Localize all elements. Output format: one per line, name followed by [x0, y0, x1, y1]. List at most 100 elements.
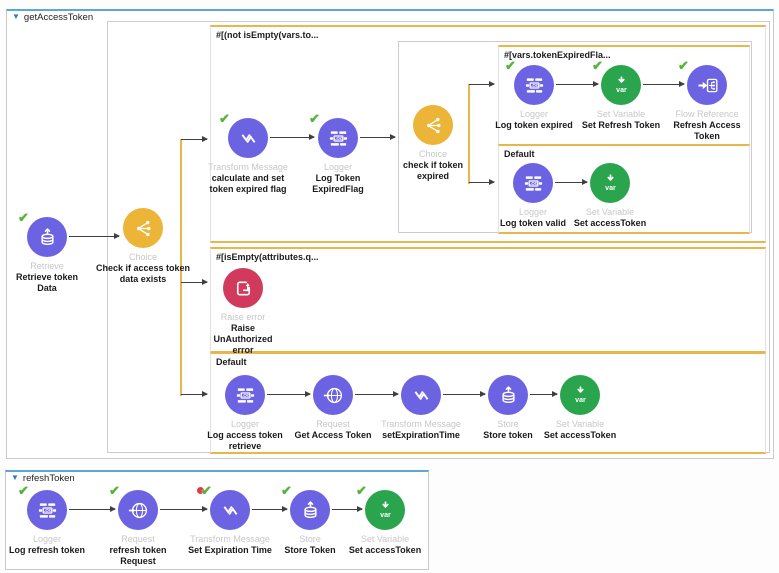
- node-choice-check-token-expired[interactable]: Choice check if token expired: [388, 105, 478, 182]
- check-icon: ✔: [281, 483, 292, 498]
- node-retrieve-token-data[interactable]: ✔ Retrieve Retrieve token Data: [7, 210, 87, 294]
- error-marker-icon: [197, 487, 204, 494]
- collapse-triangle-icon[interactable]: ▼: [12, 12, 20, 21]
- database-store-icon: [290, 490, 330, 530]
- logger-icon: [27, 490, 67, 530]
- node-desc-label: setExpirationTime: [382, 430, 460, 441]
- node-type-label: Transform Message: [190, 534, 270, 544]
- connector-arrow: [270, 134, 315, 140]
- node-desc-label: check if token expired: [402, 160, 464, 182]
- choice-icon: [413, 105, 453, 145]
- node-logger-refresh-token[interactable]: ✔ Logger Log refresh token: [0, 483, 97, 556]
- node-type-label: Logger: [32, 534, 62, 544]
- database-store-icon: [488, 375, 528, 415]
- when-branch-2: #[isEmpty(attributes.q...: [210, 247, 766, 353]
- node-type-label: Logger: [230, 419, 260, 429]
- node-desc-label: Set accessToken: [543, 430, 617, 441]
- node-transform-set-expiration-time[interactable]: ✔ Transform Message Set Expiration Time: [175, 483, 285, 556]
- node-type-label: Set Variable: [585, 207, 635, 217]
- connector-arrow: [252, 506, 288, 512]
- logger-icon: [318, 118, 358, 158]
- check-icon: ✔: [18, 483, 29, 498]
- check-icon: ✔: [309, 111, 320, 126]
- node-store-token[interactable]: Store Store token: [468, 375, 548, 441]
- connector-arrow: [69, 233, 120, 239]
- http-request-icon: [118, 490, 158, 530]
- connector-arrow: [443, 391, 486, 397]
- branch-condition-label: #[isEmpty(attributes.q...: [216, 252, 319, 262]
- node-logger-token-valid[interactable]: Logger Log token valid: [488, 163, 578, 229]
- node-choice-check-access-token[interactable]: Choice Check if access token data exists: [95, 208, 191, 285]
- default-branch: Default: [210, 352, 766, 454]
- node-logger-token-expired[interactable]: ✔ Logger Log token expired: [479, 58, 589, 131]
- raise-error-icon: [223, 268, 263, 308]
- node-set-refresh-token[interactable]: ✔ Set Variable Set Refresh Token: [566, 58, 676, 131]
- transform-message-icon: [228, 118, 268, 158]
- node-desc-label: Get Access Token: [294, 430, 372, 441]
- node-type-label: Flow Reference: [675, 109, 739, 119]
- http-request-icon: [313, 375, 353, 415]
- set-variable-icon: [590, 163, 630, 203]
- node-desc-label: calculate and set token expired flag: [209, 173, 287, 195]
- collapse-triangle-icon[interactable]: ▼: [11, 473, 19, 482]
- node-type-label: Set Variable: [555, 419, 605, 429]
- connector-arrow: [267, 391, 311, 397]
- node-store-token-refresh[interactable]: ✔ Store Store Token: [270, 483, 350, 556]
- branch-condition-label: Default: [216, 357, 247, 367]
- connector-arrow: [355, 391, 399, 397]
- node-desc-label: Store token: [483, 430, 533, 441]
- node-desc-label: Raise UnAuthorized error: [213, 323, 273, 355]
- node-desc-label: Retrieve token Data: [15, 272, 79, 294]
- set-variable-icon: [601, 65, 641, 105]
- connector-arrow: [469, 81, 495, 87]
- node-type-label: Set Variable: [596, 109, 646, 119]
- node-type-label: Retrieve: [30, 261, 64, 271]
- node-set-accesstoken-valid[interactable]: Set Variable Set accessToken: [560, 163, 660, 229]
- node-desc-label: Refresh Access Token: [673, 120, 741, 142]
- node-logger-access-token-retrieve[interactable]: Logger Log access token retrieve: [200, 375, 290, 452]
- node-type-label: Store: [497, 419, 519, 429]
- database-retrieve-icon: [27, 217, 67, 257]
- node-request-get-access-token[interactable]: Request Get Access Token: [283, 375, 383, 441]
- node-type-label: Choice: [128, 252, 157, 262]
- check-icon: ✔: [505, 58, 516, 73]
- node-transform-setexpirationtime[interactable]: Transform Message setExpirationTime: [366, 375, 476, 441]
- connector-arrow: [181, 136, 208, 142]
- node-type-label: Logger: [519, 109, 549, 119]
- node-type-label: Choice: [418, 149, 447, 159]
- connector-arrow: [181, 391, 208, 397]
- check-icon: ✔: [18, 210, 29, 225]
- check-icon: ✔: [592, 58, 603, 73]
- node-transform-calc-expired-flag[interactable]: ✔ Transform Message calculate and set to…: [200, 111, 296, 195]
- flow-reference-icon: [687, 65, 727, 105]
- node-type-label: Logger: [518, 207, 548, 217]
- connector-arrow: [556, 81, 599, 87]
- node-desc-label: Set Expiration Time: [188, 545, 272, 556]
- connector-arrow: [530, 391, 558, 397]
- node-flow-ref-refresh-access-token[interactable]: ✔ Flow Reference Refresh Access Token: [662, 58, 752, 142]
- node-type-label: Request: [316, 419, 350, 429]
- node-raise-unauthorized-error[interactable]: Raise error Raise UnAuthorized error: [203, 268, 283, 356]
- node-desc-label: Store Token: [284, 545, 336, 556]
- flow-title: refeshToken: [22, 473, 75, 484]
- node-type-label: Logger: [323, 162, 353, 172]
- nested-choice-router-line: [468, 84, 470, 184]
- node-type-label: Store: [299, 534, 321, 544]
- node-set-accesstoken-default[interactable]: Set Variable Set accessToken: [530, 375, 630, 441]
- node-desc-label: Set accessToken: [348, 545, 422, 556]
- node-type-label: Set Variable: [360, 534, 410, 544]
- branch-condition-label: #[vars.tokenExpiredFla...: [504, 50, 611, 60]
- node-set-accesstoken-refresh[interactable]: ✔ Set Variable Set accessToken: [335, 483, 435, 556]
- node-desc-label: Log refresh token: [8, 545, 85, 556]
- node-desc-label: Log Token ExpiredFlag: [312, 173, 364, 195]
- node-request-refresh-token[interactable]: ✔ Request refresh token Request: [98, 483, 178, 567]
- connector-arrow: [332, 506, 363, 512]
- logger-icon: [513, 163, 553, 203]
- node-desc-label: Log access token retrieve: [207, 430, 283, 452]
- set-variable-icon: [560, 375, 600, 415]
- check-icon: ✔: [219, 111, 230, 126]
- node-logger-token-expiredflag[interactable]: ✔ Logger Log Token ExpiredFlag: [298, 111, 378, 195]
- connector-arrow: [643, 81, 685, 87]
- transform-message-icon: [401, 375, 441, 415]
